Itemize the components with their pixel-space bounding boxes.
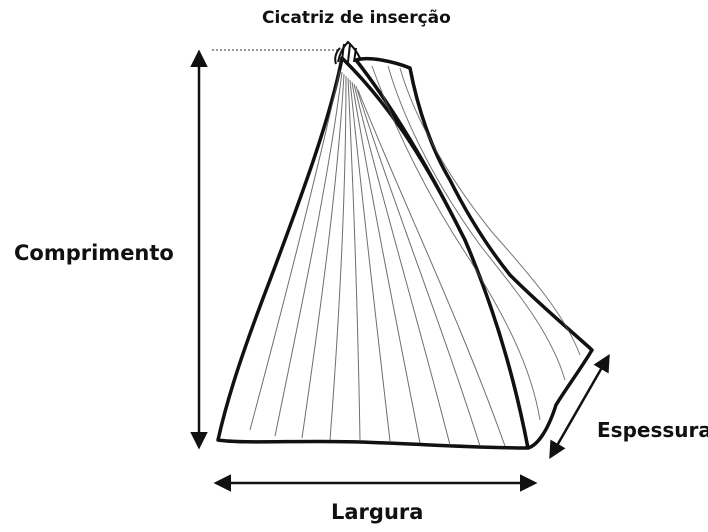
insertion-scar-label: Cicatriz de inserção — [262, 8, 451, 28]
insertion-scar-mark — [334, 40, 361, 65]
fiber-lines-front — [249, 69, 506, 447]
thickness-label: Espessura — [597, 418, 708, 442]
thickness-arrow — [549, 353, 610, 460]
width-label: Largura — [331, 500, 424, 524]
length-label: Comprimento — [14, 241, 174, 265]
fiber-lines-side — [371, 65, 581, 421]
fruit-side-face — [354, 56, 594, 450]
